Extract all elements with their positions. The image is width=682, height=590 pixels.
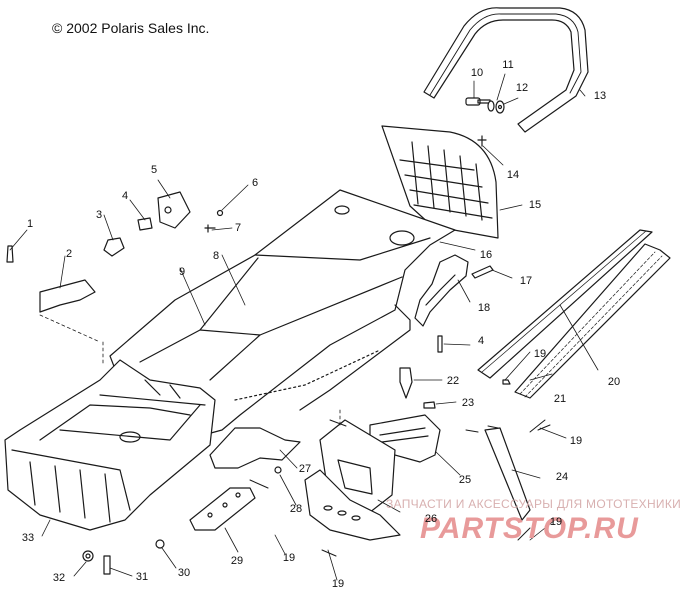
callout-label: 33 <box>21 532 35 544</box>
callout-label: 25 <box>458 474 472 486</box>
callout-label: 4 <box>121 190 129 202</box>
running-board-strips <box>477 229 671 399</box>
callout-label: 19 <box>569 435 583 447</box>
watermark-caption: ЗАПЧАСТИ И АКСЕССУАРЫ ДЛЯ МОТОТЕХНИКИ <box>386 497 682 511</box>
scattered-fasteners <box>249 419 551 557</box>
callout-label: 7 <box>234 222 242 234</box>
small-hardware <box>399 335 511 409</box>
rear-flap-part <box>381 125 499 239</box>
callout-label: 19 <box>331 578 345 590</box>
callout-label: 28 <box>289 503 303 515</box>
front-bulkhead-part <box>4 359 216 531</box>
callout-label: 29 <box>230 555 244 567</box>
callout-label: 30 <box>177 567 191 579</box>
callout-label: 8 <box>212 250 220 262</box>
bottom-hardware <box>82 539 165 575</box>
cross-brace-part <box>209 427 301 474</box>
callout-label: 19 <box>549 516 563 528</box>
callout-label: 2 <box>65 248 73 260</box>
callout-label: 31 <box>135 571 149 583</box>
callout-label: 11 <box>502 59 514 71</box>
callout-label: 21 <box>553 393 567 405</box>
bumper-hardware <box>465 97 505 114</box>
rivet-part <box>477 135 487 147</box>
callout-label: 4 <box>477 335 485 347</box>
callout-label: 9 <box>178 266 186 278</box>
callout-label: 6 <box>251 177 259 189</box>
callout-label: 5 <box>150 164 158 176</box>
callout-label: 22 <box>446 375 460 387</box>
callout-label: 15 <box>528 199 542 211</box>
leader-lines <box>9 73 599 581</box>
callout-label: 10 <box>470 67 484 79</box>
callout-label: 19 <box>282 552 296 564</box>
callout-label: 19 <box>533 348 547 360</box>
callout-label: 18 <box>477 302 491 314</box>
callout-label: 14 <box>506 169 520 181</box>
upper-left-hardware <box>6 191 224 313</box>
nose-panel-part <box>304 419 401 541</box>
callout-label: 24 <box>555 471 569 483</box>
callout-label: 3 <box>95 209 103 221</box>
callout-label: 12 <box>515 82 529 94</box>
watermark-logo: PARTSTOP.RU <box>420 512 639 545</box>
callout-label: 26 <box>424 513 438 525</box>
callout-label: 32 <box>52 572 66 584</box>
side-bracket-parts <box>414 254 494 327</box>
side-panel-strip-part <box>484 427 531 521</box>
callout-label: 23 <box>461 397 475 409</box>
callout-label: 20 <box>607 376 621 388</box>
foot-plate-part <box>189 487 256 531</box>
callout-label: 1 <box>26 218 34 230</box>
callout-label: 13 <box>593 90 607 102</box>
callout-label: 16 <box>479 249 493 261</box>
callout-label: 17 <box>519 275 533 287</box>
callout-label: 27 <box>298 463 312 475</box>
copyright-notice: © 2002 Polaris Sales Inc. <box>52 20 210 36</box>
rear-bumper-part <box>423 7 589 133</box>
